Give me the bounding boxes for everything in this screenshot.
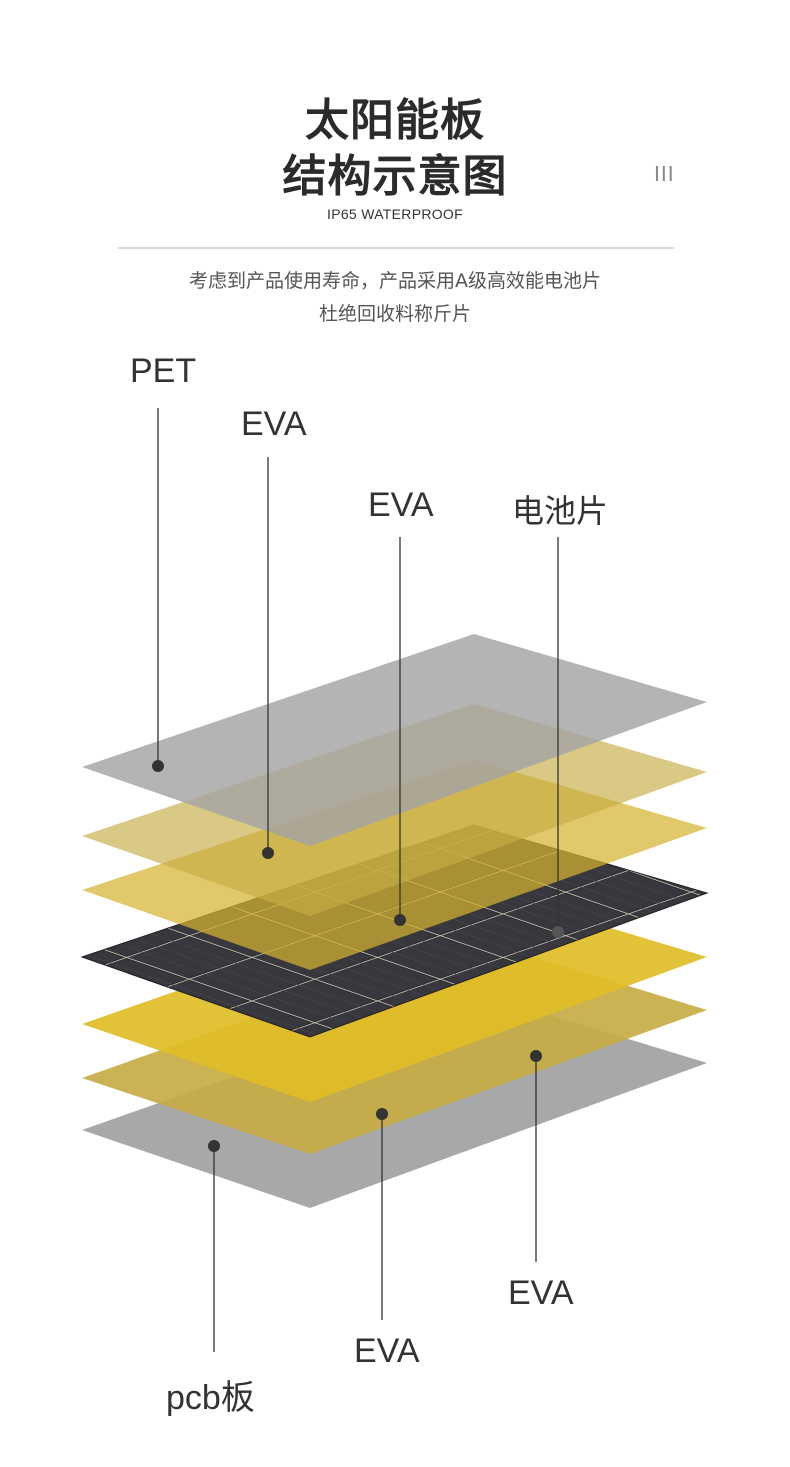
description-line-1: 考虑到产品使用寿命，产品采用A级高效能电池片 <box>189 270 601 292</box>
leader-dots <box>152 760 564 1152</box>
decorative-bars: III <box>654 162 675 186</box>
leader-lines <box>157 408 559 1352</box>
eva-top1-dot <box>262 847 274 859</box>
label-eva-bottom-2: EVA <box>354 1332 420 1370</box>
label-eva-top-1: EVA <box>241 405 307 443</box>
eva-top2-dot <box>394 914 406 926</box>
eva-bottom1-dot <box>530 1050 542 1062</box>
label-eva-bottom-1: EVA <box>508 1274 574 1312</box>
cell-dot <box>552 926 564 938</box>
subtitle: IP65 WATERPROOF <box>327 206 463 222</box>
title-line-1: 太阳能板 <box>305 95 485 146</box>
label-pcb: pcb板 <box>166 1379 255 1417</box>
label-solar-cell: 电池片 <box>512 492 609 530</box>
label-eva-top-2: EVA <box>368 486 434 524</box>
description-line-2: 杜绝回收料称斤片 <box>318 303 471 325</box>
pcb-dot <box>208 1140 220 1152</box>
eva-bottom2-dot <box>376 1108 388 1120</box>
label-pet: PET <box>130 352 197 390</box>
divider <box>118 247 674 249</box>
pet-dot <box>152 760 164 772</box>
title-line-2: 结构示意图 <box>282 151 508 202</box>
pet-layer <box>82 634 707 846</box>
